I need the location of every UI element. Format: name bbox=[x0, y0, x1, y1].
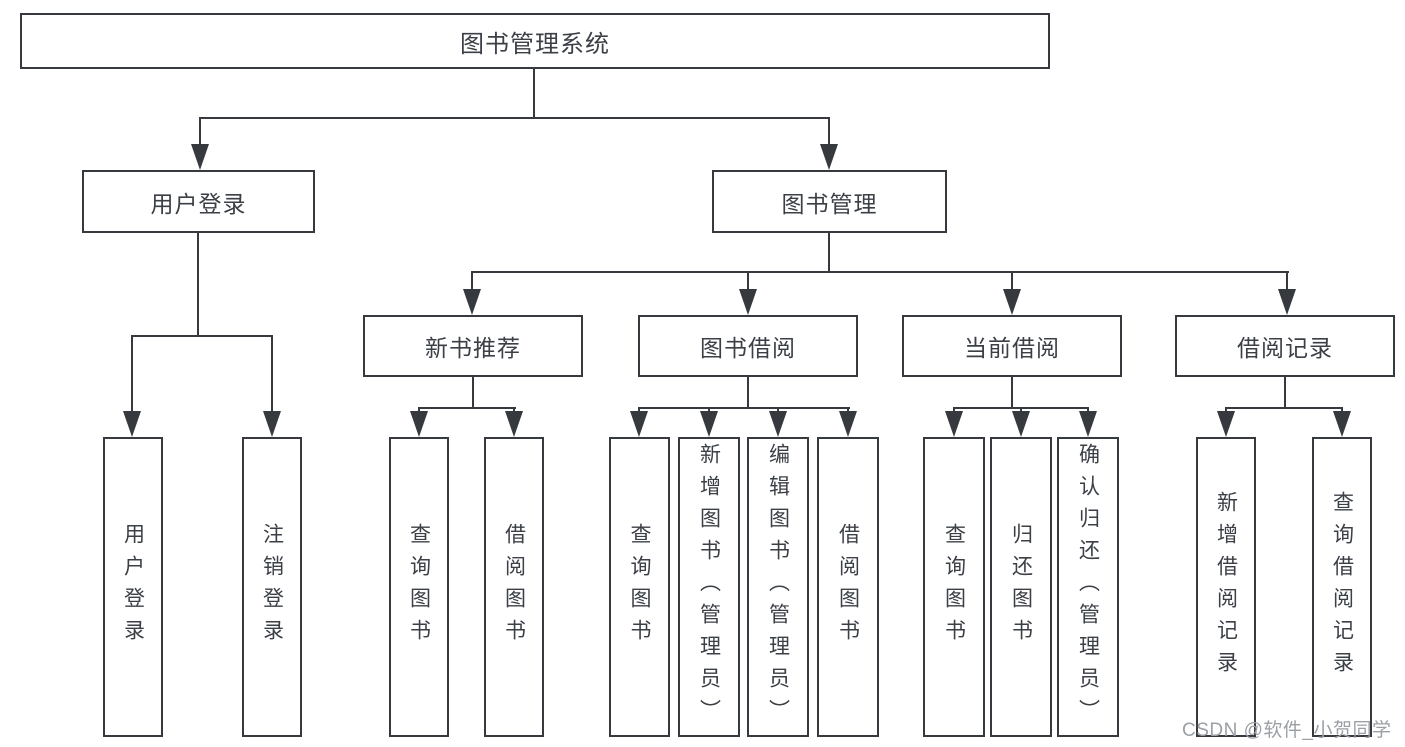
arrow-down-icon bbox=[263, 411, 281, 437]
node-label: 图书借阅 bbox=[700, 335, 796, 361]
arrow-down-icon bbox=[769, 411, 787, 437]
csdn-watermark: CSDN @软件_小贺同学 bbox=[1182, 720, 1392, 741]
node-label: 当前借阅 bbox=[964, 335, 1060, 361]
arrow-down-icon bbox=[739, 289, 757, 315]
connector-line bbox=[471, 271, 473, 293]
node-label: 查询图书 bbox=[942, 523, 966, 651]
node-label: 查询图书 bbox=[407, 523, 431, 651]
connector-line bbox=[1225, 407, 1343, 409]
leaf-borrow-books-recommend: 借阅图书 bbox=[484, 437, 544, 737]
leaf-query-books-current: 查询图书 bbox=[923, 437, 985, 737]
arrow-down-icon bbox=[463, 289, 481, 315]
connector-line bbox=[271, 335, 273, 413]
leaf-logout: 注销登录 bbox=[242, 437, 302, 737]
leaf-add-borrow-record: 新增借阅记录 bbox=[1196, 437, 1256, 737]
leaf-query-books-recommend: 查询图书 bbox=[389, 437, 449, 737]
node-label: 新增图书︵管理员︶ bbox=[697, 443, 721, 731]
leaf-return-books: 归还图书 bbox=[990, 437, 1052, 737]
node-current-borrowing: 当前借阅 bbox=[902, 315, 1122, 377]
arrow-down-icon bbox=[839, 411, 857, 437]
connector-line bbox=[471, 271, 1289, 273]
connector-line bbox=[828, 233, 830, 273]
node-new-book-recommendation: 新书推荐 bbox=[363, 315, 583, 377]
node-label: 注销登录 bbox=[260, 523, 284, 651]
arrow-down-icon bbox=[1217, 411, 1235, 437]
connector-line bbox=[1011, 271, 1013, 293]
arrow-down-icon bbox=[410, 411, 428, 437]
connector-line bbox=[1284, 377, 1286, 409]
node-label: 借阅图书 bbox=[836, 523, 860, 651]
connector-line bbox=[638, 407, 850, 409]
node-label: 查询图书 bbox=[628, 523, 651, 651]
connector-line bbox=[747, 271, 749, 293]
arrow-down-icon bbox=[945, 411, 963, 437]
arrow-down-icon bbox=[1278, 289, 1296, 315]
node-label: 图书管理系统 bbox=[460, 30, 610, 58]
connector-line bbox=[418, 407, 516, 409]
connector-line bbox=[1011, 377, 1013, 409]
connector-line bbox=[828, 117, 830, 147]
node-label: 编辑图书︵管理员︶ bbox=[766, 443, 790, 731]
connector-line bbox=[747, 377, 749, 409]
arrow-down-icon bbox=[1012, 411, 1030, 437]
leaf-query-books-borrowing: 查询图书 bbox=[609, 437, 670, 737]
leaf-add-books-admin: 新增图书︵管理员︶ bbox=[678, 437, 740, 737]
arrow-down-icon bbox=[1079, 411, 1097, 437]
connector-line bbox=[197, 233, 199, 337]
arrow-down-icon bbox=[191, 144, 209, 170]
leaf-query-borrow-record: 查询借阅记录 bbox=[1312, 437, 1372, 737]
arrow-down-icon bbox=[820, 144, 838, 170]
node-label: 新书推荐 bbox=[425, 335, 521, 361]
connector-line bbox=[131, 335, 133, 413]
connector-line bbox=[200, 117, 830, 119]
node-label: 归还图书 bbox=[1009, 523, 1033, 651]
arrow-down-icon bbox=[700, 411, 718, 437]
connector-line bbox=[472, 377, 474, 409]
leaf-edit-books-admin: 编辑图书︵管理员︶ bbox=[747, 437, 809, 737]
connector-line bbox=[1286, 271, 1288, 293]
arrow-down-icon bbox=[1003, 289, 1021, 315]
connector-line bbox=[533, 69, 535, 119]
leaf-borrow-books: 借阅图书 bbox=[817, 437, 879, 737]
node-book-management: 图书管理 bbox=[712, 170, 947, 233]
node-label: 确认归还︵管理员︶ bbox=[1076, 443, 1100, 731]
connector-line bbox=[199, 117, 201, 147]
arrow-down-icon bbox=[123, 411, 141, 437]
leaf-user-login: 用户登录 bbox=[103, 437, 163, 737]
node-label: 借阅图书 bbox=[502, 523, 526, 651]
arrow-down-icon bbox=[1333, 411, 1351, 437]
leaf-confirm-return-admin: 确认归还︵管理员︶ bbox=[1057, 437, 1119, 737]
node-label: 查询借阅记录 bbox=[1330, 491, 1354, 683]
arrow-down-icon bbox=[630, 411, 648, 437]
node-book-borrowing: 图书借阅 bbox=[638, 315, 858, 377]
node-label: 用户登录 bbox=[121, 523, 145, 651]
node-label: 新增借阅记录 bbox=[1214, 491, 1238, 683]
node-label: 用户登录 bbox=[150, 190, 247, 217]
connector-line bbox=[131, 335, 273, 337]
node-user-login: 用户登录 bbox=[82, 170, 315, 233]
node-library-management-system: 图书管理系统 bbox=[20, 13, 1050, 69]
node-borrowing-records: 借阅记录 bbox=[1175, 315, 1395, 377]
arrow-down-icon bbox=[505, 411, 523, 437]
node-label: 图书管理 bbox=[781, 190, 878, 217]
node-label: 借阅记录 bbox=[1237, 335, 1333, 361]
